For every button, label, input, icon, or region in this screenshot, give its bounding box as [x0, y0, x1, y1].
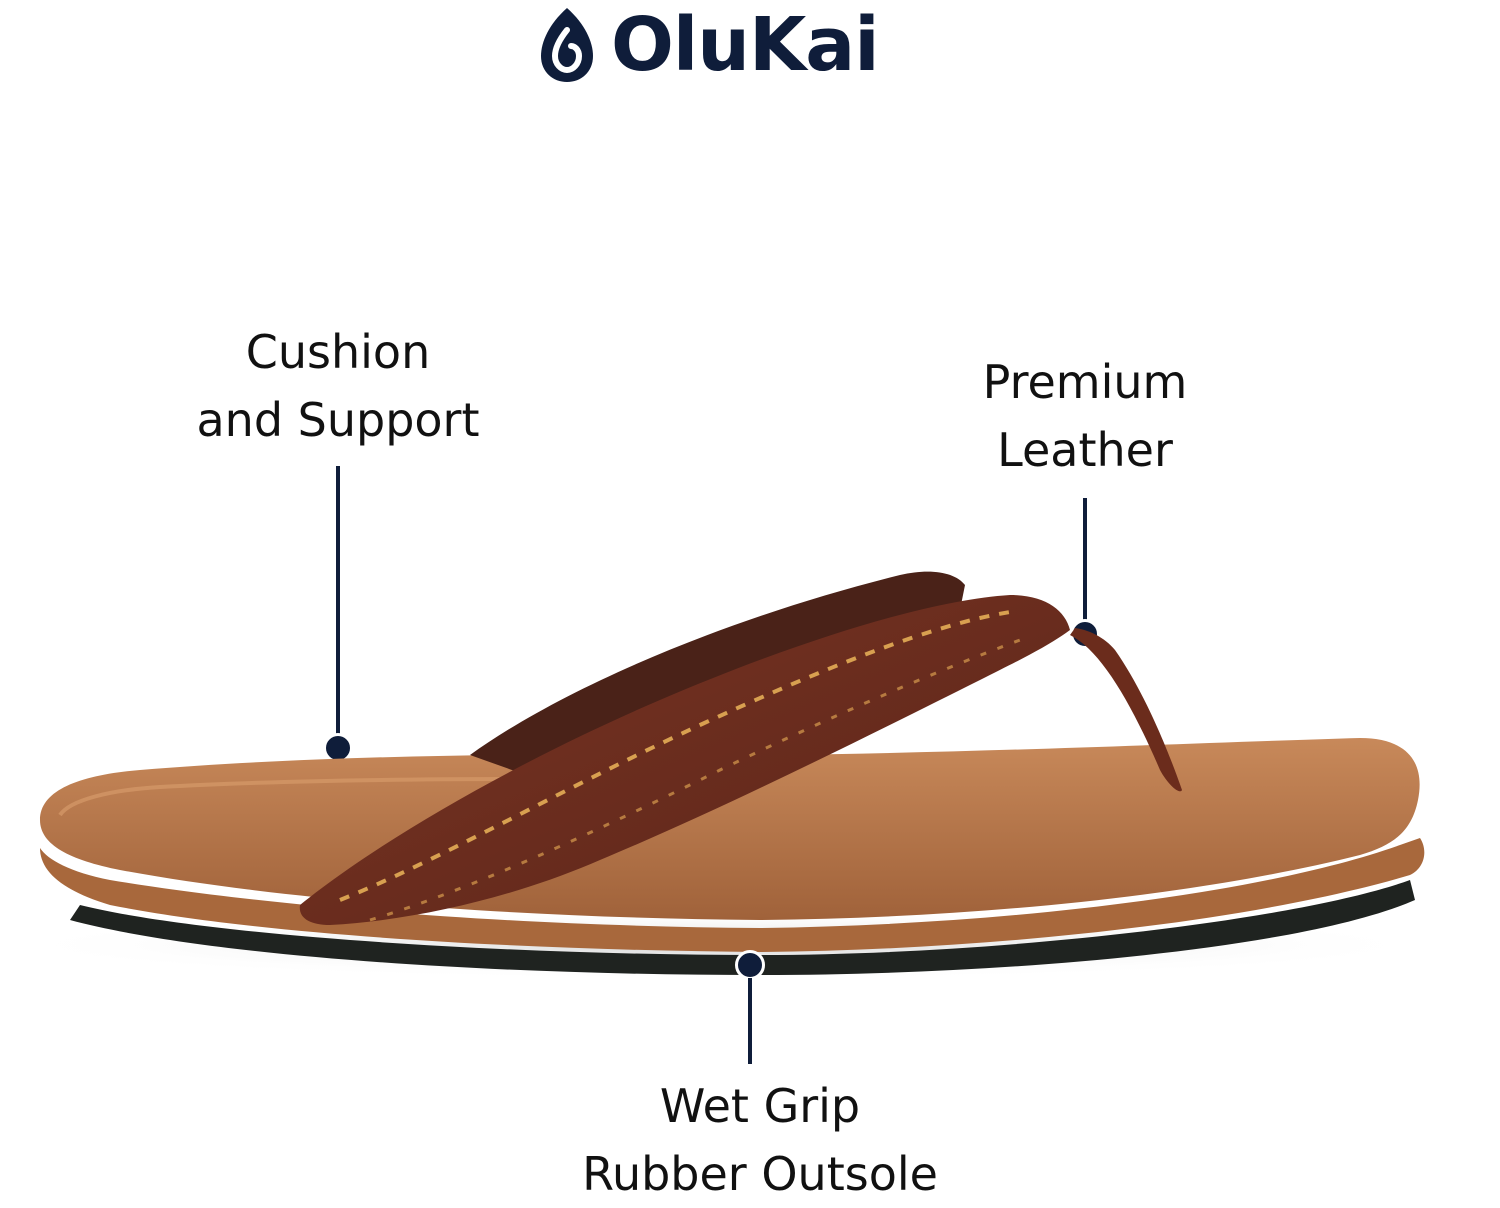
callout-cushion-line2: and Support — [196, 393, 480, 447]
fishhook-logo-icon — [541, 8, 593, 82]
sandal-strap-back — [470, 571, 965, 780]
callout-outsole-line2: Rubber Outsole — [582, 1147, 938, 1201]
callout-leather-label: Premium Leather — [960, 348, 1210, 484]
sandal-strap-stitching — [339, 610, 1011, 902]
callout-leather-line1: Premium — [982, 355, 1188, 409]
callout-outsole-dot — [735, 950, 765, 980]
sandal-product-image — [0, 571, 1440, 980]
callout-outsole-label: Wet Grip Rubber Outsole — [560, 1072, 960, 1208]
callout-leather-leader — [1083, 498, 1087, 622]
callout-cushion-leader — [336, 466, 340, 736]
callout-leather-line2: Leather — [997, 423, 1173, 477]
callout-cushion-line1: Cushion — [245, 325, 431, 379]
callout-outsole-line1: Wet Grip — [659, 1079, 861, 1133]
sandal-toe-post — [1070, 628, 1182, 792]
sandal-strap-stitching-lower — [369, 638, 1021, 922]
callout-outsole-leader — [748, 978, 752, 1064]
sandal-strap — [299, 595, 1071, 925]
brand-logo: OluKai — [535, 0, 935, 90]
sandal-outsole — [70, 880, 1415, 975]
sandal-midsole — [40, 838, 1425, 952]
brand-wordmark: OluKai — [611, 2, 880, 88]
callout-cushion-label: Cushion and Support — [188, 318, 488, 454]
